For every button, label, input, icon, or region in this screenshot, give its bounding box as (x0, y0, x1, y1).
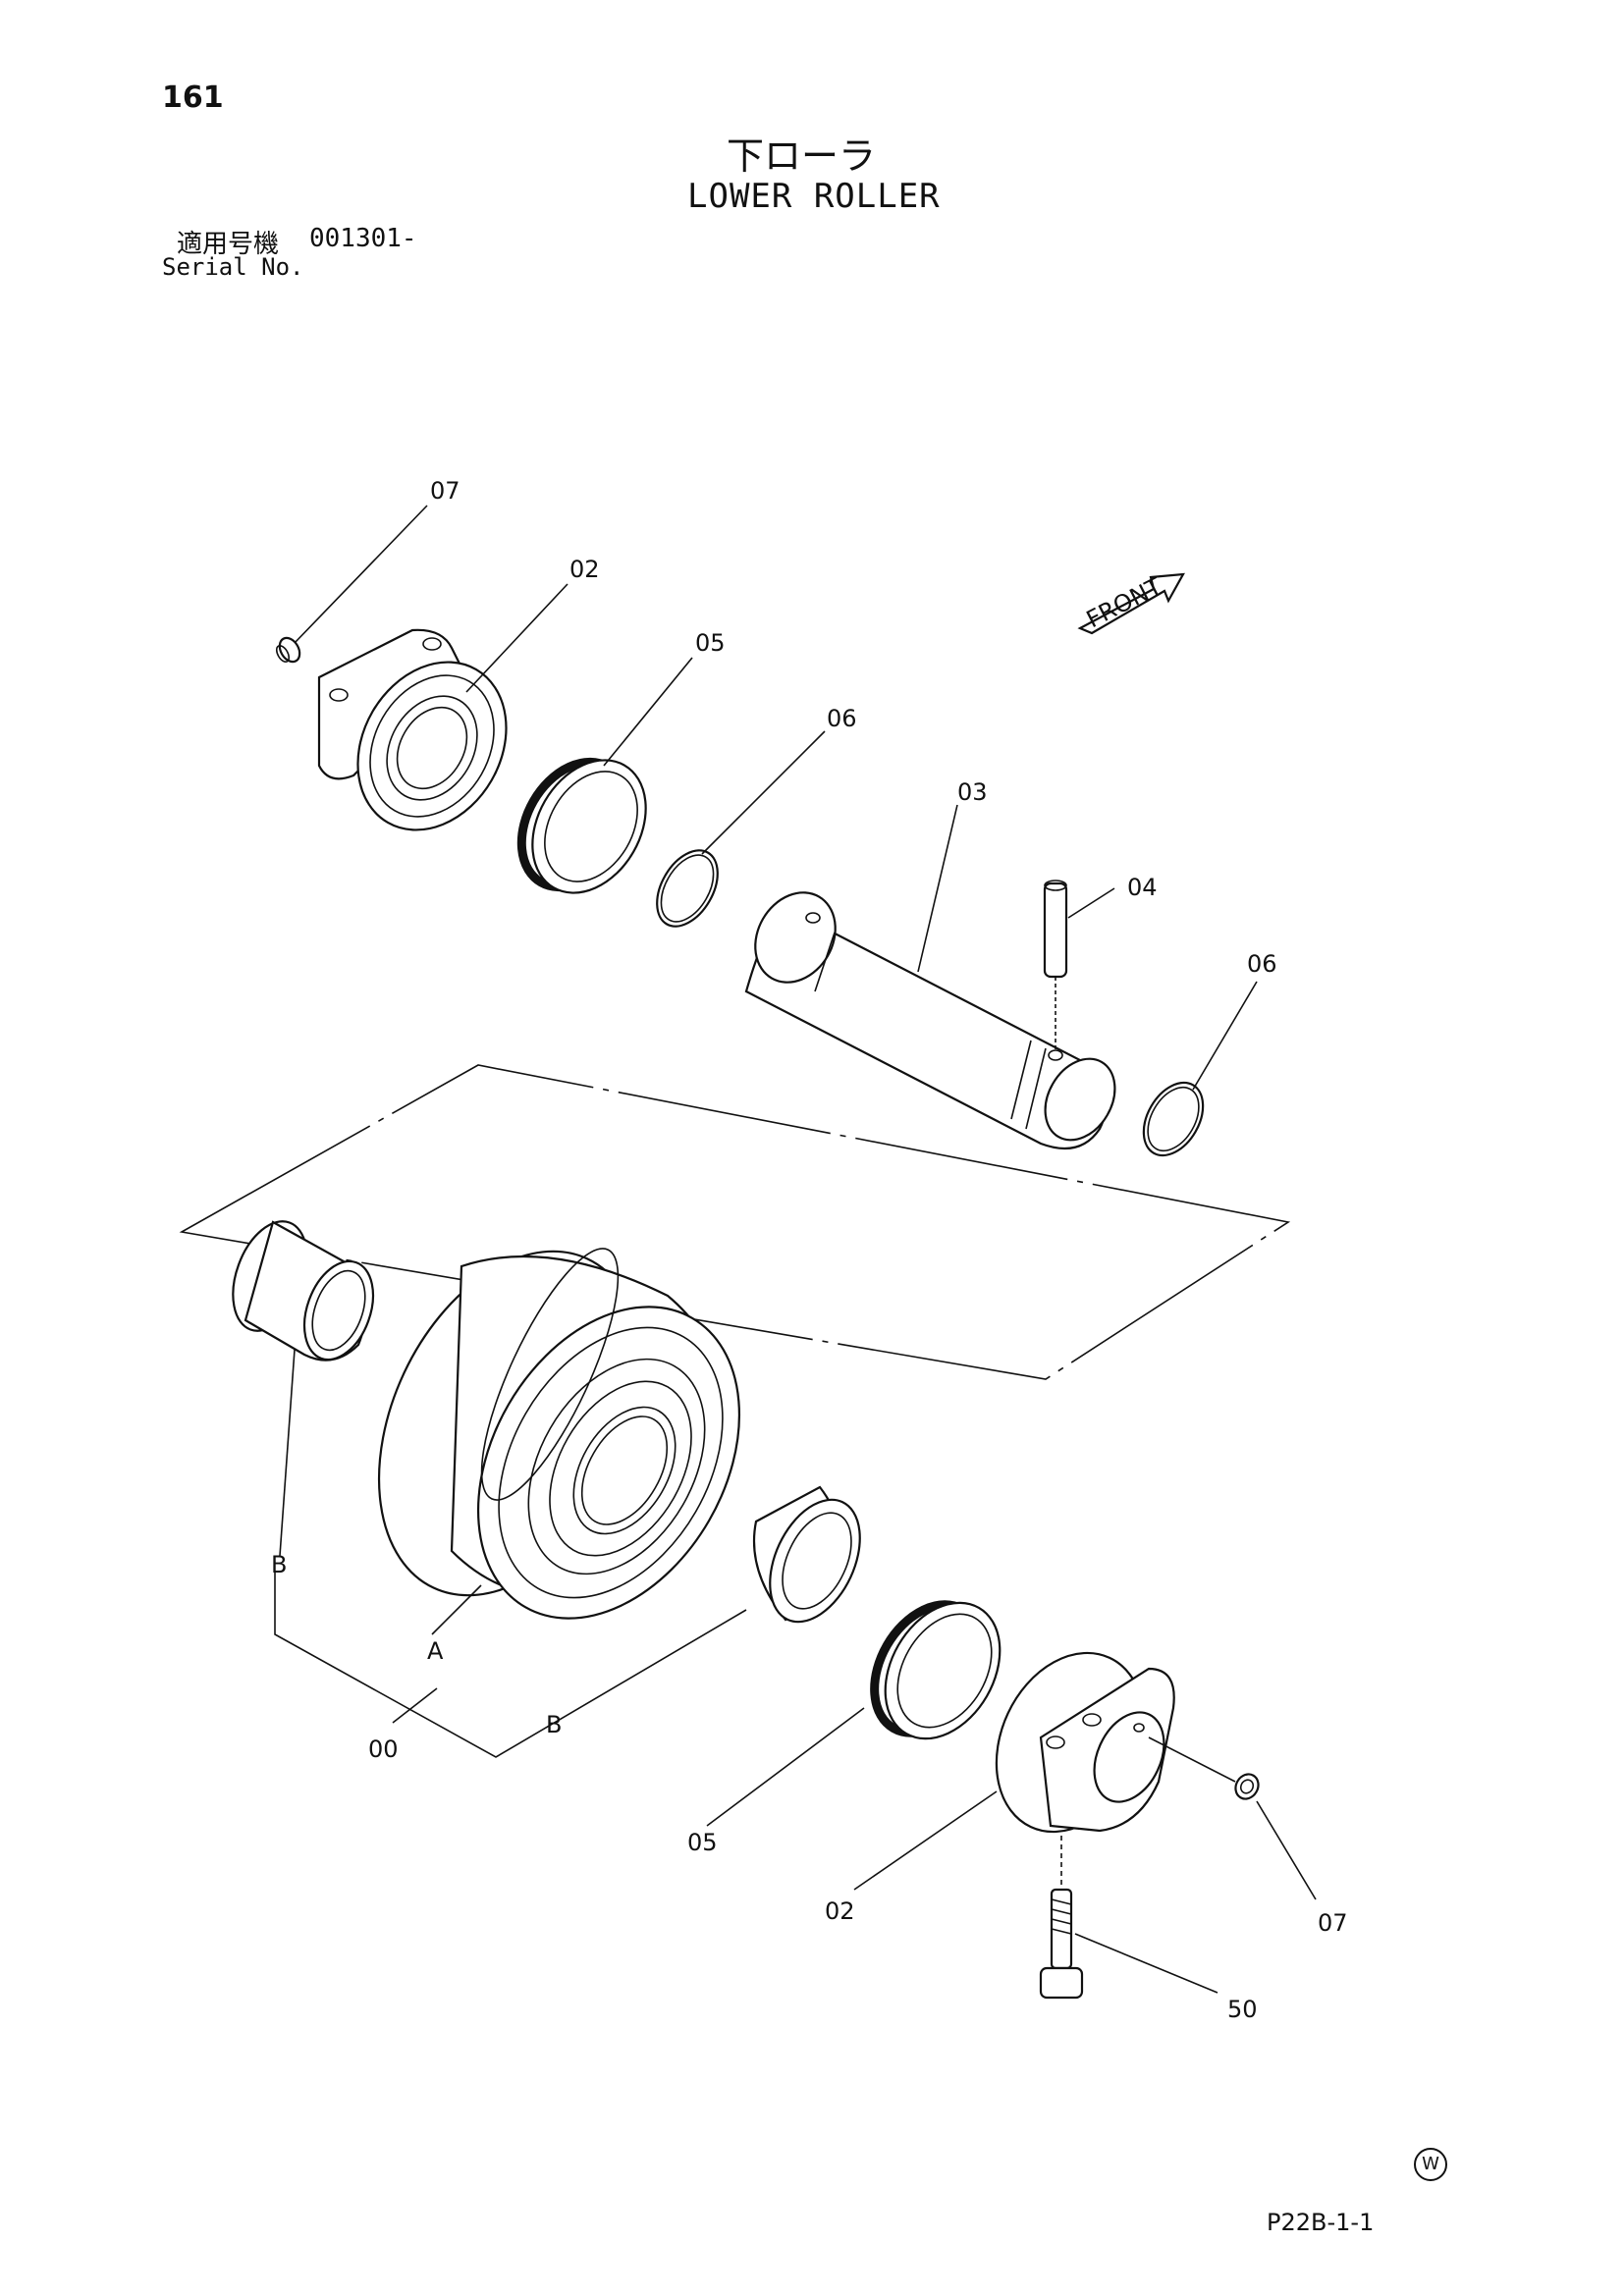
part-50-bolt (1039, 1836, 1084, 2000)
callout-05-bottom: 05 (687, 1829, 718, 1856)
leader-lines (274, 505, 1317, 1994)
callout-00: 00 (368, 1735, 399, 1763)
callout-02-top: 02 (569, 556, 600, 583)
serial-label-japanese: 適用号機 (177, 230, 280, 259)
callout-05-top: 05 (695, 629, 726, 657)
part-02-top-bracket (317, 628, 508, 831)
callout-07-bottom: 07 (1318, 1909, 1348, 1937)
part-bushing-left (232, 1220, 375, 1362)
callout-02-bottom: 02 (825, 1897, 855, 1925)
part-03-shaft (744, 891, 1116, 1150)
callout-06-right: 06 (1247, 950, 1277, 978)
page-title-japanese: 下ローラ (727, 134, 877, 178)
serial-label: Serial No. (162, 253, 304, 281)
part-05-top-floating-seal (516, 757, 647, 894)
part-04-pin (1043, 880, 1068, 1050)
callout-06-top: 06 (827, 705, 857, 732)
part-05-bottom-floating-seal (870, 1600, 1001, 1740)
callout-03: 03 (957, 778, 988, 806)
document-code: P22B-1-1 (1267, 2209, 1375, 2236)
part-bushing-right (752, 1485, 861, 1624)
front-arrow: FRONT (1077, 572, 1185, 635)
callout-50: 50 (1227, 1996, 1258, 2023)
part-06-top-o-ring (656, 849, 719, 928)
callout-labels: 07 02 05 06 03 04 06 B A 00 B 05 02 07 5… (271, 477, 1348, 2023)
part-02-bottom-bracket (995, 1651, 1175, 1834)
part-07-top-grease-fitting (275, 636, 301, 664)
front-arrow-label: FRONT (1082, 572, 1166, 633)
callout-04: 04 (1127, 874, 1158, 901)
w-mark: W (1414, 2148, 1447, 2181)
part-06-right-o-ring (1142, 1081, 1205, 1157)
part-07-bottom-grease-fitting (1234, 1773, 1260, 1800)
callout-07-top: 07 (430, 477, 460, 505)
callout-b-left: B (271, 1551, 287, 1578)
page-title: LOWER ROLLER (687, 177, 941, 216)
assembly-plane-outline (179, 1064, 1291, 1380)
callout-a: A (427, 1637, 444, 1665)
part-00-roller (377, 1248, 741, 1620)
serial-number-value: 001301- (309, 224, 417, 253)
page-number: 161 (162, 80, 224, 115)
callout-b-bottom: B (546, 1711, 562, 1738)
